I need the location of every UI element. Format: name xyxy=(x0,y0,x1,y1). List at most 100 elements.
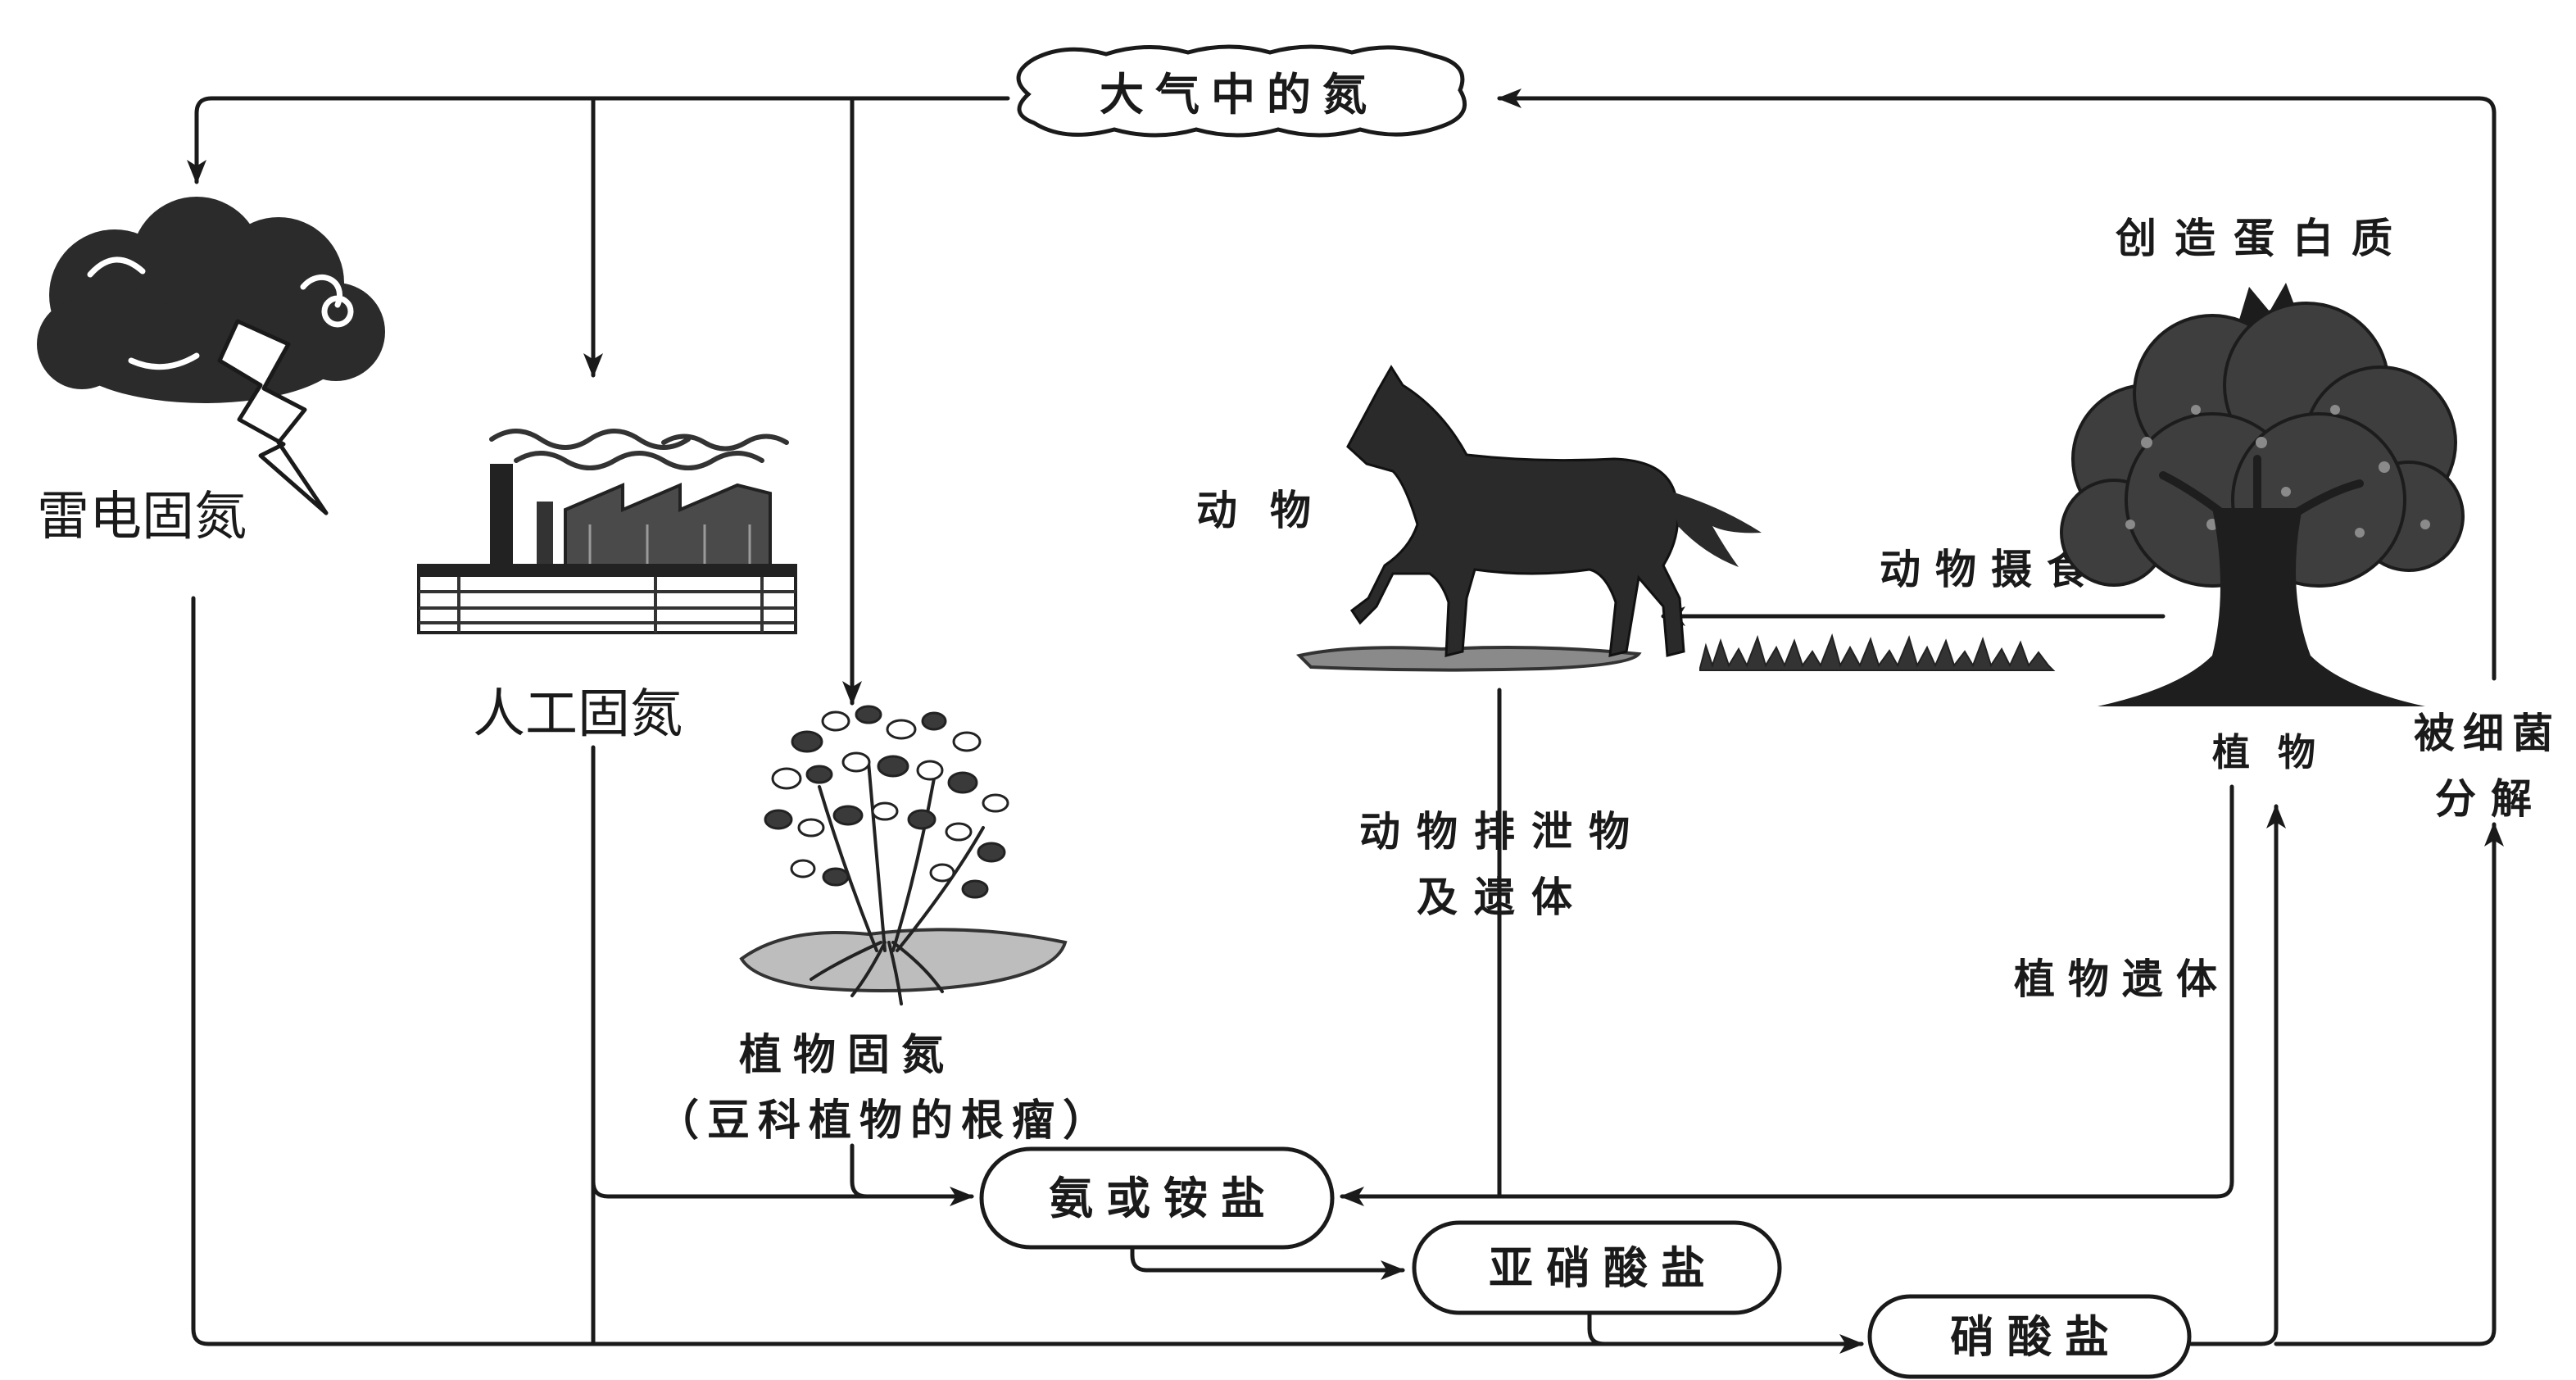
legume-plant-icon xyxy=(739,705,1068,1005)
leaf xyxy=(821,710,850,732)
tree-icon xyxy=(2060,283,2465,706)
stem xyxy=(867,760,887,952)
tree-trunk xyxy=(2098,508,2425,706)
foliage-speckle xyxy=(2256,437,2267,448)
storm-swirl xyxy=(321,295,354,328)
leaf xyxy=(952,731,982,752)
plant-fixation-label: 植物固氮 xyxy=(739,1031,955,1080)
stem xyxy=(896,826,985,952)
lightning-cloud-icon xyxy=(37,197,385,515)
nitrite-label: 亚硝酸盐 xyxy=(1489,1242,1718,1294)
plant-remains-label: 植物遗体 xyxy=(2014,956,2230,1003)
leaf xyxy=(764,809,793,830)
smoke-line xyxy=(514,451,764,470)
leaf xyxy=(855,705,882,724)
leaf xyxy=(790,859,816,878)
cloud-outline-icon xyxy=(1016,44,1467,138)
arrow-atmosphere-to-lightning xyxy=(187,96,1010,184)
storm-cloud-puff xyxy=(66,302,344,403)
foliage-speckle xyxy=(2420,520,2430,529)
horse-icon xyxy=(1295,365,1762,672)
leaf xyxy=(832,805,864,826)
root xyxy=(810,941,882,981)
ground-patch xyxy=(1295,646,1642,672)
atmosphere-label: 大气中的氮 xyxy=(1100,69,1378,120)
foliage-speckle xyxy=(2379,461,2390,473)
smoke-line xyxy=(661,434,789,452)
tree-branch xyxy=(2159,471,2241,529)
storm-swirl xyxy=(87,256,146,278)
lightning-bolt-icon xyxy=(217,319,329,515)
nitrate-box: 硝酸盐 xyxy=(1867,1294,2192,1379)
foliage-speckle xyxy=(2125,520,2135,529)
nitrate-label: 硝酸盐 xyxy=(1950,1311,2122,1363)
ammonium-box-outline xyxy=(979,1146,1335,1250)
foliage-speckle xyxy=(2191,405,2201,415)
arrow-bacteria-to-atmosphere xyxy=(1497,89,2497,681)
foliage-speckle xyxy=(2355,528,2365,538)
leaf xyxy=(977,842,1006,863)
protein-synthesis-label: 创造蛋白质 xyxy=(2116,215,2410,262)
leaf xyxy=(841,751,871,773)
factory-icon xyxy=(417,429,797,634)
leaf xyxy=(921,711,947,731)
stem xyxy=(818,785,878,952)
foliage-speckle xyxy=(2330,405,2340,415)
foliage-speckle xyxy=(2281,487,2291,497)
storm-swirl xyxy=(128,352,200,370)
leaf xyxy=(982,793,1009,813)
leaf xyxy=(797,818,825,838)
ammonium-label: 氨或铵盐 xyxy=(1049,1173,1278,1224)
lightning-fixation-label: 雷电固氮 xyxy=(37,487,247,546)
root xyxy=(850,941,887,997)
leaf xyxy=(805,765,833,784)
leaf xyxy=(945,822,973,842)
leaf xyxy=(871,801,899,821)
animal-label: 动物 xyxy=(1196,487,1344,534)
foliage-speckle xyxy=(2141,437,2152,448)
factory-chimney xyxy=(537,502,553,583)
leaf xyxy=(886,719,917,740)
animal-waste-label-line2: 及遗体 xyxy=(1417,874,1589,921)
leaf xyxy=(947,771,978,794)
leaf xyxy=(771,767,802,790)
nitrite-box: 亚硝酸盐 xyxy=(1412,1220,1782,1315)
leaf xyxy=(907,809,937,830)
ammonium-box: 氨或铵盐 xyxy=(979,1146,1335,1250)
leaf xyxy=(877,755,909,778)
arrow-nitrate-to-bacteria xyxy=(2274,822,2504,1346)
industrial-fixation-label: 人工固氮 xyxy=(473,684,683,743)
horse-tail xyxy=(1671,492,1762,567)
root xyxy=(887,941,903,1005)
legume-nodules-label: （豆科植物的根瘤） xyxy=(656,1096,1113,1146)
horse-body xyxy=(1346,365,1685,657)
line-legume-to-ammonium xyxy=(850,1143,869,1199)
tree-branch xyxy=(2274,479,2364,529)
arrow-factory-to-ammonium xyxy=(591,1179,974,1206)
arrow-lightning-to-nitrate xyxy=(191,596,1864,1354)
arrow-remains-to-ammonium xyxy=(1340,784,2234,1206)
grass-icon xyxy=(1699,633,2056,671)
soil-patch xyxy=(739,928,1068,992)
plant-label: 植物 xyxy=(2212,730,2343,774)
stem xyxy=(891,777,936,952)
flow-arrows xyxy=(187,89,2504,1354)
factory-base-band xyxy=(419,565,796,577)
animal-feeding-label: 动物摄食 xyxy=(1880,546,2102,593)
nitrite-box-outline xyxy=(1412,1220,1782,1315)
atmosphere-cloud: 大气中的氮 xyxy=(1016,44,1467,138)
leaf xyxy=(961,879,989,899)
nitrate-box-outline xyxy=(1867,1294,2192,1379)
leaf xyxy=(822,867,850,887)
animal-waste-label-line1: 动物排泄物 xyxy=(1359,808,1646,856)
bacteria-label-line1: 被细菌 xyxy=(2414,710,2561,757)
arrow-nitrate-to-plant xyxy=(2187,804,2286,1346)
leaf xyxy=(916,760,944,781)
leaf xyxy=(929,863,955,883)
leaf xyxy=(791,730,823,753)
line-nitrite-to-nitrate xyxy=(1587,1312,1607,1346)
arrow-ammonium-to-nitrite xyxy=(1130,1246,1405,1280)
bacteria-label-line2: 分解 xyxy=(2435,775,2547,823)
smoke-line xyxy=(489,429,691,450)
